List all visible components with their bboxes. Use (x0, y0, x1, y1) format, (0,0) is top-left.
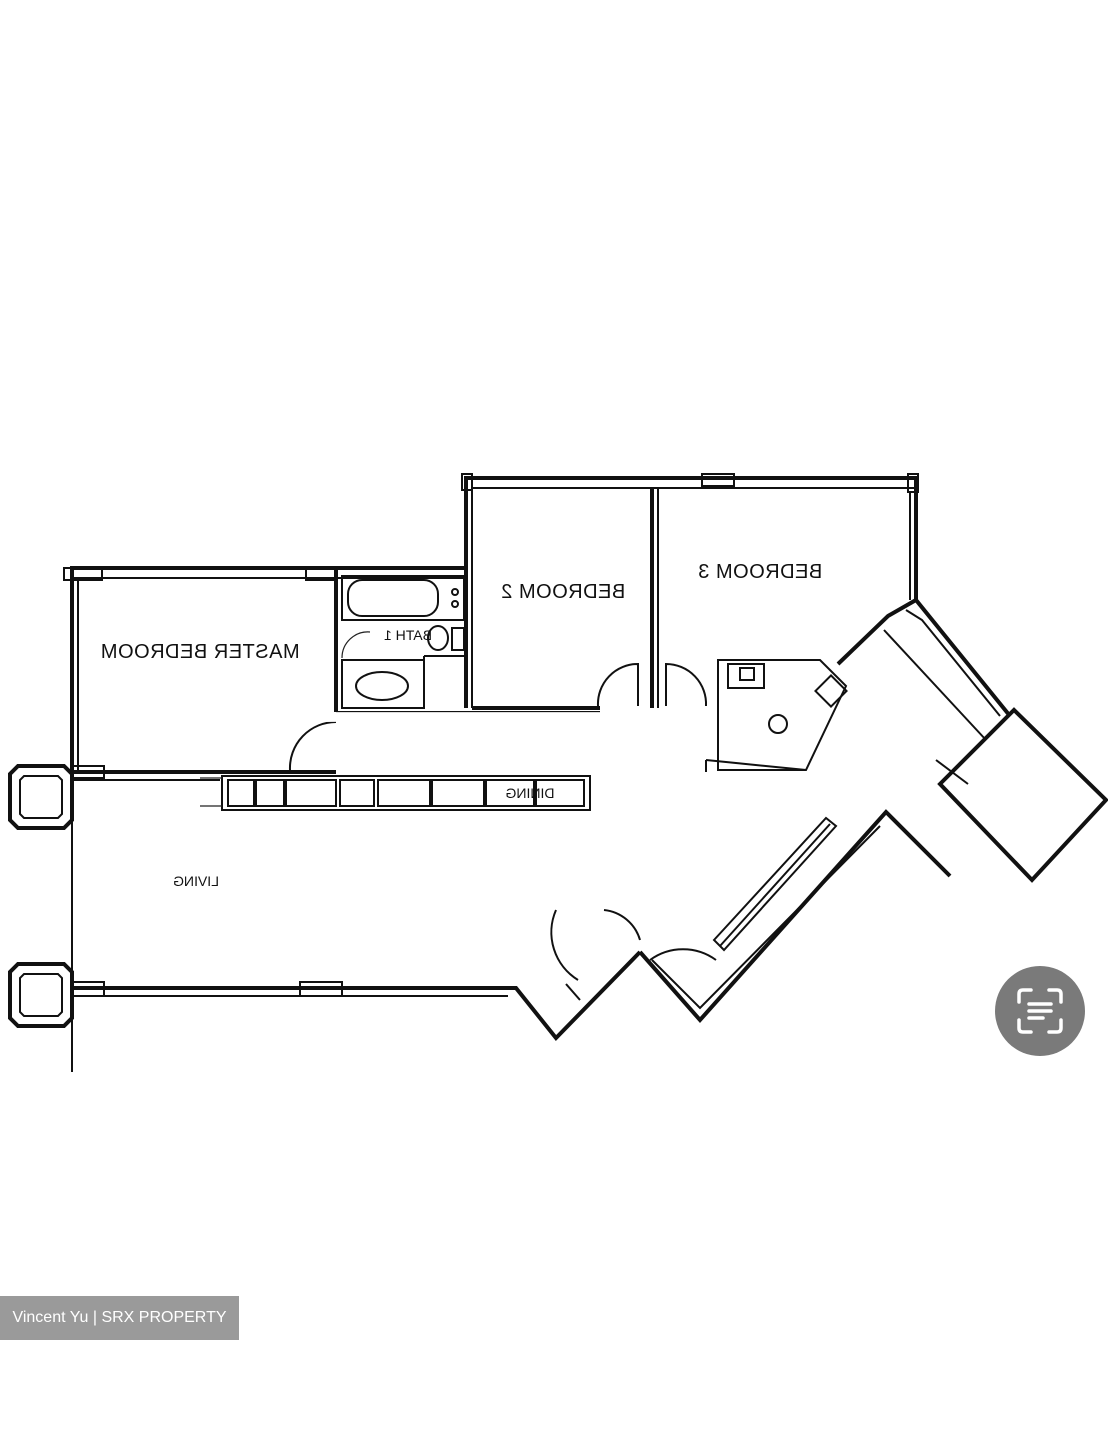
wall-master-bedroom (63, 566, 338, 820)
text-scan-button[interactable] (995, 966, 1085, 1056)
wall-entrance (638, 809, 952, 1024)
label-dining: DINING (506, 785, 555, 801)
svg-text:BATH 1: BATH 1 (384, 627, 432, 643)
svg-text:MASTER BEDROOM: MASTER BEDROOM (100, 641, 299, 663)
wall-living-north (71, 720, 337, 781)
svg-text:BEDROOM 2: BEDROOM 2 (501, 581, 626, 603)
dining-counter (200, 775, 591, 811)
svg-text:LIVING: LIVING (173, 873, 219, 889)
text-scan-icon (1017, 988, 1063, 1034)
label-master-bedroom: MASTER BEDROOM (100, 641, 299, 663)
watermark: Vincent Yu | SRX PROPERTY (0, 1296, 239, 1340)
svg-text:BEDROOM 3: BEDROOM 3 (698, 561, 823, 583)
label-bath-1: BATH 1 (384, 627, 432, 643)
column-left-bottom (8, 962, 74, 1028)
label-bedroom-2: BEDROOM 2 (501, 581, 626, 603)
svg-text:DINING: DINING (506, 785, 555, 801)
label-living: LIVING (173, 873, 219, 889)
wall-living-south (71, 909, 642, 1042)
wall-kitchen-wing (836, 597, 1108, 883)
label-bedroom-3: BEDROOM 3 (698, 561, 823, 583)
wall-bath-2 (705, 659, 848, 772)
column-left-top (8, 764, 74, 830)
